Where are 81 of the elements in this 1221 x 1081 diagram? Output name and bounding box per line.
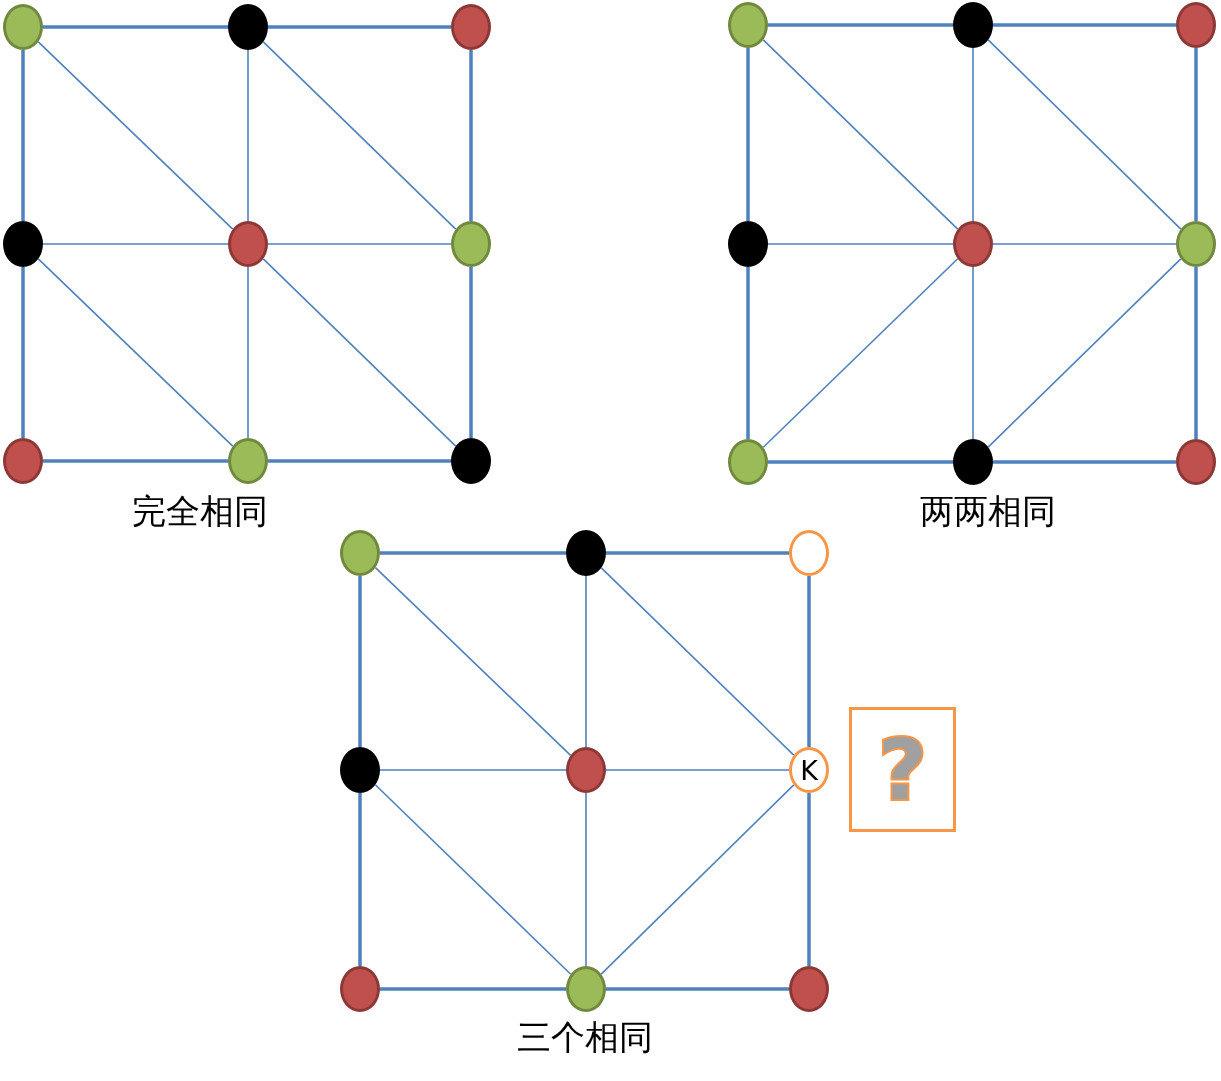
vertex-circle [451,438,491,484]
connecting-line [358,576,362,747]
connecting-line [606,987,789,991]
connecting-line [42,243,229,245]
connecting-line [746,267,750,439]
vertex-circle [340,966,380,1012]
vertex-circle [3,4,43,50]
vertex-circle [340,747,380,793]
vertex-circle [3,438,43,484]
connecting-line [268,459,451,463]
caption: 三个相同 [517,1021,653,1055]
connecting-line [993,460,1176,464]
vertex-circle [451,221,491,267]
connecting-line [247,49,249,222]
vertex-circle [566,530,606,576]
caption: 完全相同 [132,495,268,529]
connecting-line [600,784,795,975]
vertex-circle [728,439,768,485]
connecting-line [21,50,25,221]
vertex-circle [451,4,491,50]
connecting-line [585,792,587,967]
connecting-line [43,459,228,463]
vertex-circle [728,221,768,267]
vertex-circle [789,966,829,1012]
connecting-line [380,987,566,991]
connecting-line [1194,267,1198,439]
connecting-line [374,784,572,975]
connecting-line [1194,48,1198,221]
connecting-line [768,23,953,27]
connecting-line [358,793,362,966]
vertex-circle [789,530,829,576]
connecting-line [600,567,795,756]
vertex-circle [228,438,268,484]
connecting-line [37,258,234,447]
connecting-line [374,566,572,757]
connecting-line [37,41,234,230]
connecting-line [762,39,959,230]
connecting-line [767,243,954,245]
connecting-line [762,258,959,448]
connecting-line [43,25,228,29]
vertex-circle [953,2,993,48]
connecting-line [379,769,567,771]
connecting-line [585,575,587,748]
connecting-line [469,267,473,438]
connecting-line [247,266,249,439]
connecting-line [972,266,974,440]
connecting-line [605,769,790,771]
vertex-circle [3,221,43,267]
vertex-circle [1176,2,1216,48]
vertex-circle [953,439,993,485]
question-box [849,707,956,832]
connecting-line [993,23,1176,27]
caption: 两两相同 [920,495,1056,529]
vertex-label: K [800,756,818,784]
connecting-line [746,48,750,221]
connecting-line [987,39,1182,230]
vertex-circle [1176,439,1216,485]
connecting-line [262,41,457,230]
vertex-circle [566,966,606,1012]
connecting-line [987,258,1182,448]
vertex-circle [228,221,268,267]
question-mark: ? [878,727,927,812]
vertex-circle [953,221,993,267]
connecting-line [807,793,811,966]
vertex-circle [228,4,268,50]
vertex-circle [728,2,768,48]
connecting-line [262,258,457,447]
vertex-circle [1176,221,1216,267]
connecting-line [267,243,452,245]
connecting-line [606,551,789,555]
connecting-line [469,50,473,221]
connecting-line [807,576,811,747]
vertex-circle [340,530,380,576]
vertex-circle [789,747,829,793]
vertex-circle [566,747,606,793]
connecting-line [380,551,566,555]
connecting-line [992,243,1177,245]
connecting-line [268,25,451,29]
connecting-line [972,47,974,222]
connecting-line [768,460,953,464]
connecting-line [21,267,25,438]
